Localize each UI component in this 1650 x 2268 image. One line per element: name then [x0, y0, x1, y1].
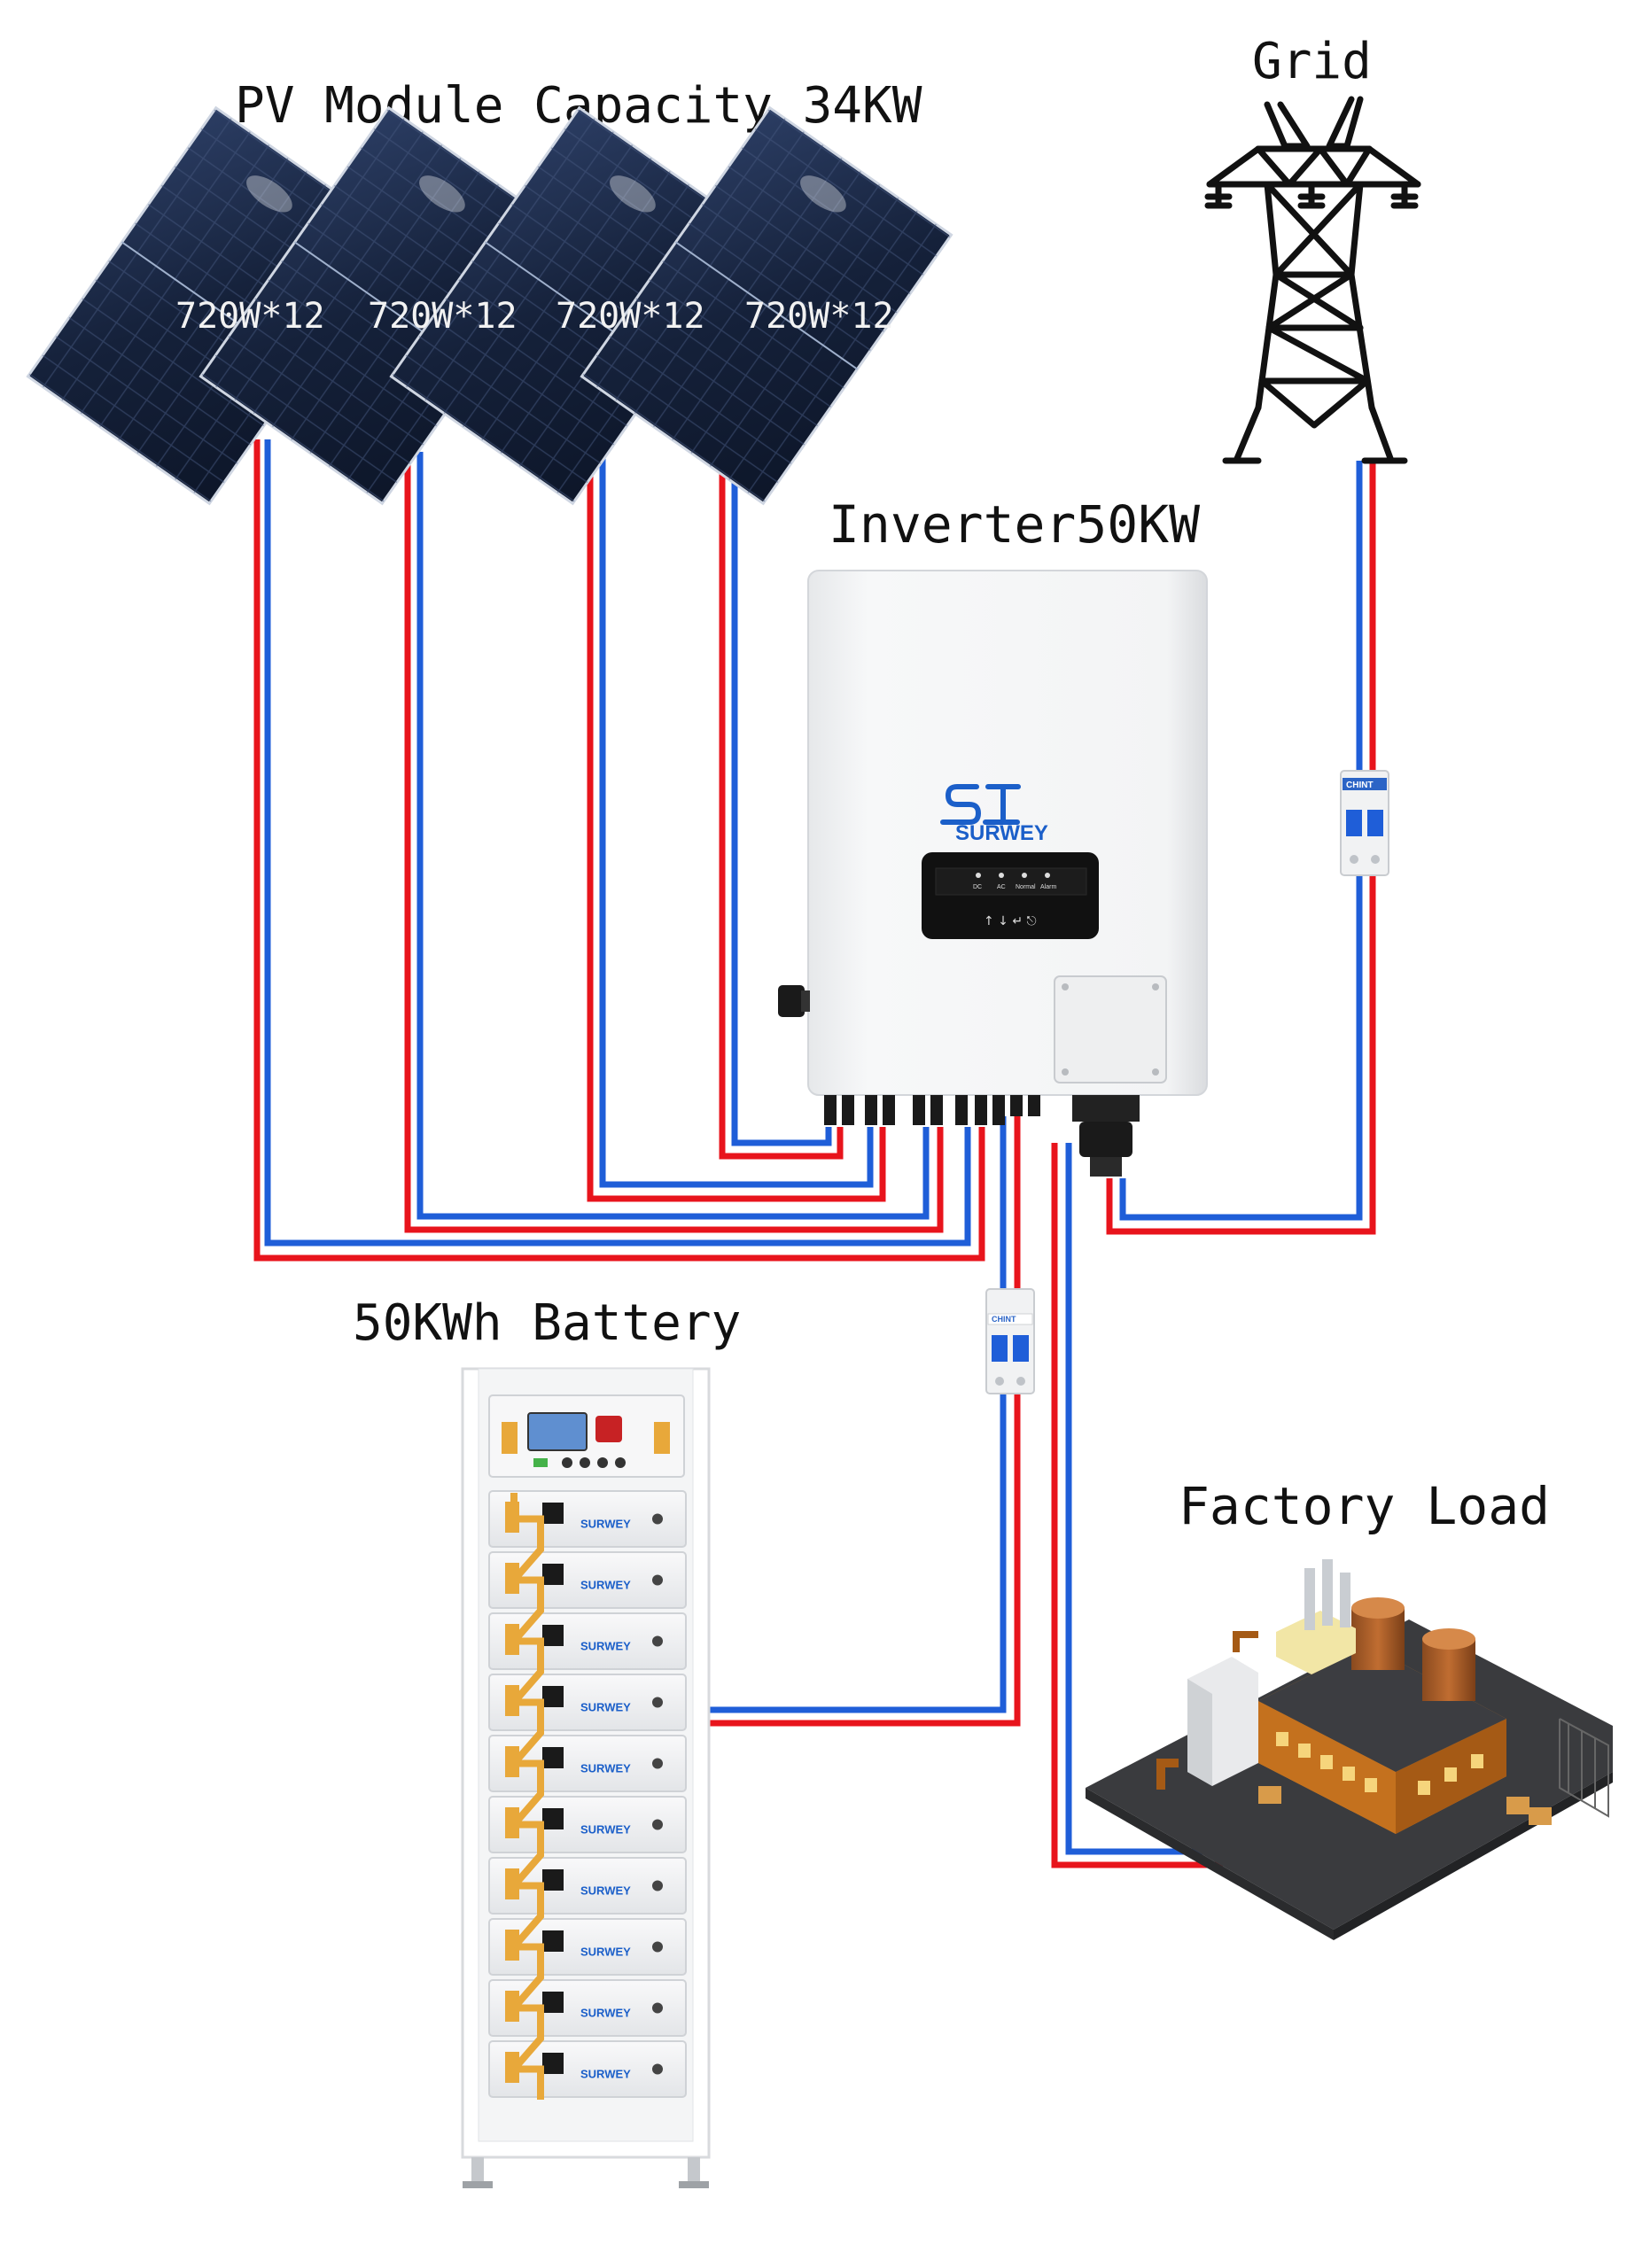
dc-connectors [824, 1095, 1040, 1125]
pv-panel-label: 720W*12 [556, 296, 705, 337]
battery-bms [488, 1394, 685, 1478]
battery-module-brand: SURWEY [580, 1884, 631, 1898]
grid-label: Grid [1252, 33, 1372, 90]
pv3-negative-wire [599, 452, 874, 1188]
led-label: AC [997, 884, 1006, 890]
pv4-negative-wire [731, 409, 832, 1146]
pv-array: 720W*12 720W*12 720W*12 720W*12 [26, 105, 953, 506]
pv2-negative-wire [416, 452, 930, 1220]
battery-rack: SURWEY SURWEY SURWEY SURWEY SURWEY SURWEY SURW… [461, 1367, 711, 2188]
breaker-brand: CHINT [1346, 781, 1374, 790]
battery-modules: SURWEY SURWEY SURWEY SURWEY SURWEY SURWEY SURW… [488, 1490, 687, 2100]
factory-icon [1086, 1559, 1613, 1940]
battery-module-brand: SURWEY [580, 2007, 631, 2020]
battery-module-brand: SURWEY [580, 1640, 631, 1653]
battery-busbar [506, 1493, 544, 2100]
led-label: Alarm [1040, 884, 1056, 890]
ac-gland-icon [1072, 1095, 1140, 1177]
battery-positive-wire [709, 1116, 1021, 1727]
load-negative-wire [1065, 1143, 1223, 1855]
battery-module-brand: SURWEY [580, 1762, 631, 1775]
inverter-label: Inverter50KW [829, 494, 1200, 555]
inverter: SURWEY DC AC Normal Alarm ↑ ↓ ↵ ⎋ [778, 570, 1208, 1177]
dc-switch-icon [778, 985, 805, 1017]
battery-module-brand: SURWEY [580, 1579, 631, 1592]
led-label: DC [973, 884, 982, 890]
pv-panel [389, 105, 763, 506]
inverter-brand: SURWEY [955, 821, 1048, 845]
battery-module-brand: SURWEY [580, 2068, 631, 2081]
battery-negative-wire [709, 1116, 1007, 1713]
led-label: Normal [1016, 884, 1036, 890]
surwey-logo-icon [940, 784, 1021, 825]
inverter-keys-icon: ↑ ↓ ↵ ⎋ [984, 914, 1037, 928]
pv-panel-label: 720W*12 [744, 296, 894, 337]
breaker-brand: CHINT [992, 1315, 1016, 1324]
battery-breaker: CHINT [985, 1288, 1035, 1394]
pv4-positive-wire [719, 409, 844, 1160]
battery-module-brand: SURWEY [580, 1823, 631, 1837]
pv-panel [26, 105, 400, 506]
battery-label: 50KWh Battery [353, 1294, 741, 1352]
battery-module-brand: SURWEY [580, 1518, 631, 1531]
pv1-negative-wire [264, 439, 971, 1247]
load-positive-wire [1051, 1143, 1223, 1868]
pv-panel-label: 720W*12 [368, 296, 518, 337]
grid-breaker: CHINT [1340, 770, 1389, 876]
pv-panel [198, 105, 572, 506]
pv-panel-label: 720W*12 [175, 296, 325, 337]
pv-panel [580, 105, 953, 506]
battery-module-brand: SURWEY [580, 1946, 631, 1959]
battery-module-brand: SURWEY [580, 1701, 631, 1714]
pv1-positive-wire [253, 439, 985, 1262]
factory-load-label: Factory Load [1179, 1476, 1550, 1536]
pv3-positive-wire [587, 452, 886, 1202]
grid-tower-icon [1204, 96, 1421, 464]
pv2-positive-wire [404, 452, 944, 1233]
